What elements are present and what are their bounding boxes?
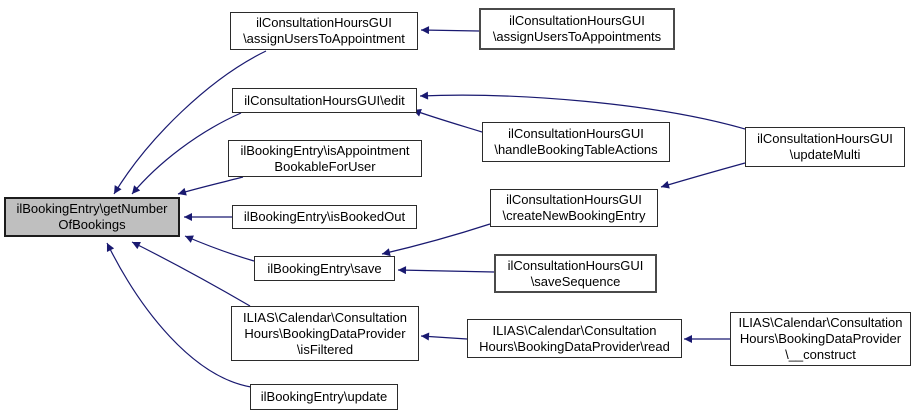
node-update[interactable]: ilBookingEntry\update <box>250 384 398 410</box>
edge-assignUsersToAppointments-to-assignUsersToAppointment <box>420 26 480 35</box>
node-isBookedOut[interactable]: ilBookingEntry\isBookedOut <box>232 205 417 229</box>
edge-isAppointmentBookableForUser-to-getNumberOfBookings <box>177 176 244 196</box>
node-updateMulti[interactable]: ilConsultationHoursGUI\updateMulti <box>745 127 905 167</box>
node-handleBookingTableActions[interactable]: ilConsultationHoursGUI\handleBookingTabl… <box>482 122 670 162</box>
node-createNewBookingEntry[interactable]: ilConsultationHoursGUI\createNewBookingE… <box>490 189 658 227</box>
edge-save-to-getNumberOfBookings <box>184 235 255 262</box>
edge-isFiltered-to-getNumberOfBookings <box>131 241 251 307</box>
edge-createNewBookingEntry-to-save <box>381 223 491 257</box>
edge-edit-to-getNumberOfBookings <box>131 112 242 195</box>
edge-updateMulti-to-edit <box>419 91 746 130</box>
node-save[interactable]: ilBookingEntry\save <box>254 256 395 281</box>
edge-read-to-isFiltered <box>420 332 468 341</box>
edge-updateMulti-to-createNewBookingEntry <box>660 162 746 189</box>
node-edit[interactable]: ilConsultationHoursGUI\edit <box>232 88 417 113</box>
edge-saveSequence-to-save <box>397 266 495 275</box>
node-saveSequence[interactable]: ilConsultationHoursGUI\saveSequence <box>494 254 657 293</box>
node-assignUsersToAppointment[interactable]: ilConsultationHoursGUI\assignUsersToAppo… <box>230 12 418 50</box>
edge-handleBookingTableActions-to-edit <box>412 109 483 133</box>
node-assignUsersToAppointments[interactable]: ilConsultationHoursGUI\assignUsersToAppo… <box>479 8 675 50</box>
edge-assignUsersToAppointment-to-getNumberOfBookings <box>113 50 267 195</box>
edge-update-to-getNumberOfBookings <box>106 242 252 388</box>
